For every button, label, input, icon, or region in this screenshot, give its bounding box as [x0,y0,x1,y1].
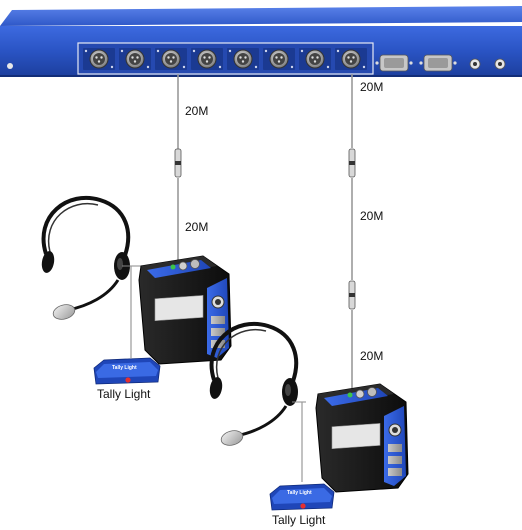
inline-connector-icon [348,148,356,178]
station-right: Tally Light Tally Light [206,321,409,527]
cable-length-label: 20M [360,349,383,363]
headset-icon [38,195,132,324]
tally-light-icon: Tally Light [269,483,335,511]
cable-left [174,74,182,262]
matrix-rack-unit [0,6,522,77]
xlr-connector-icon [118,47,152,71]
cable-right [348,74,356,395]
tally-badge-text: Tally Light [287,490,312,496]
inline-connector-icon [348,280,356,310]
xlr-connector-icon [262,47,296,71]
cable-length-label: 20M [360,209,383,223]
bnc-port-icon [494,58,506,70]
xlr-connector-icon [82,47,116,71]
inline-connector-icon [174,148,182,178]
db9-port-icon [375,54,413,72]
xlr-connector-icon [298,47,332,71]
xlr-connector-icon [190,47,224,71]
tally-light-label: Tally Light [97,387,151,401]
rack-screw-icon [7,63,13,69]
xlr-connector-icon [334,47,368,71]
beltpack-icon [315,383,409,493]
tally-light-label: Tally Light [272,513,326,527]
xlr-connector-icon [226,47,260,71]
cable-length-label: 20M [185,104,208,118]
xlr-connector-icon [154,47,188,71]
tally-badge-text: Tally Light [112,365,137,371]
tally-light-icon: Tally Light [93,357,161,385]
cable-length-label: 20M [360,80,383,94]
station-left: Tally Light Tally Light [38,195,232,401]
db9-port-icon [419,54,457,72]
bnc-port-icon [469,58,481,70]
cable-length-label: 20M [185,220,208,234]
